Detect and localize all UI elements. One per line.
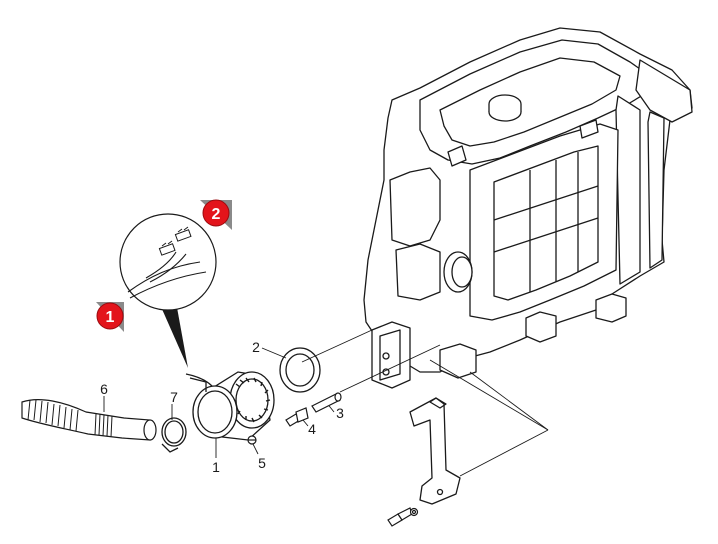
part-label-3: 3: [336, 405, 344, 421]
part-label-7: 7: [170, 389, 178, 405]
hose-clamp: [161, 417, 187, 453]
part-label-6: 6: [100, 381, 108, 397]
part-labels: 1 2 3 4 5 6 7: [100, 339, 344, 475]
tank-housing: [363, 27, 693, 389]
detail-zoom-circle: [119, 213, 217, 368]
hose: [21, 399, 157, 441]
part-label-1: 1: [212, 459, 220, 475]
bolt: [285, 407, 309, 427]
step-callout-2-label: 2: [212, 206, 221, 223]
screw: [247, 435, 257, 445]
step-callout-1-label: 1: [106, 309, 115, 326]
gasket-ring: [279, 347, 321, 393]
part-label-5: 5: [258, 455, 266, 471]
mounting-bracket: [409, 397, 461, 505]
bracket-screw: [387, 507, 419, 527]
motor-fan-unit: [185, 371, 275, 441]
pin: [311, 392, 342, 413]
part-label-4: 4: [308, 421, 316, 437]
connector-plug-icon: [158, 226, 192, 256]
part-label-2: 2: [252, 339, 260, 355]
step-callout-1: 1: [96, 302, 124, 332]
step-callout-2: 2: [200, 199, 232, 230]
